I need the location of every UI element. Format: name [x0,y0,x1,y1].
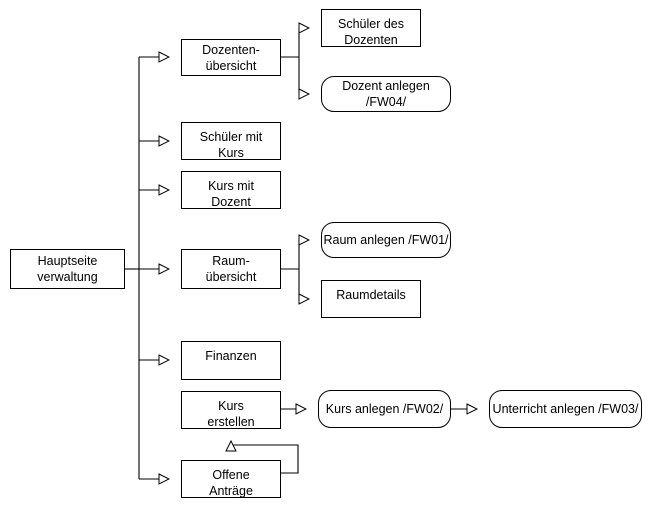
node-label-raumdetails: Raumdetails [336,288,406,302]
node-label-kurs_erst: Kurs erstellen [207,399,255,429]
node-label-schueler_kurs: Schüler mit Kurs [199,130,263,160]
node-raumdetails[interactable]: Raumdetails [321,280,421,318]
node-schueler_kurs[interactable]: Schüler mit Kurs [181,122,281,160]
node-label-kurs_anl: Kurs anlegen /FW02/ [325,402,444,416]
node-raum_uber[interactable]: Raum- übersicht [181,249,281,289]
node-label-dozent_anl: Dozent anlegen /FW04/ [342,79,430,109]
node-label-offene: Offene Anträge [209,468,253,498]
node-dozent_anl[interactable]: Dozent anlegen /FW04/ [321,76,451,112]
node-label-raum_uber: Raum- übersicht [205,254,257,284]
node-schueler_doz[interactable]: Schüler des Dozenten [321,9,421,47]
node-label-kurs_dozent: Kurs mit Dozent [208,179,254,209]
node-finanzen[interactable]: Finanzen [181,341,281,380]
node-label-unterricht: Unterricht anlegen /FW03/ [492,402,639,416]
edge-offene-antraege-to-kurs-erstellen [231,441,299,474]
node-kurs_dozent[interactable]: Kurs mit Dozent [181,171,281,209]
node-label-root: Hauptseite verwaltung [37,254,98,284]
node-label-finanzen: Finanzen [205,349,257,363]
node-raum_anl[interactable]: Raum anlegen /FW01/ [321,222,451,258]
node-root[interactable]: Hauptseite verwaltung [10,249,125,289]
node-unterricht[interactable]: Unterricht anlegen /FW03/ [489,390,642,428]
node-dozent_uber[interactable]: Dozenten- übersicht [181,39,281,76]
node-label-dozent_uber: Dozenten- übersicht [202,42,260,73]
node-kurs_erst[interactable]: Kurs erstellen [181,391,281,429]
node-label-schueler_doz: Schüler des Dozenten [337,17,404,47]
node-kurs_anl[interactable]: Kurs anlegen /FW02/ [318,390,451,428]
node-offene[interactable]: Offene Anträge [181,460,281,498]
node-label-raum_anl: Raum anlegen /FW01/ [323,233,449,247]
